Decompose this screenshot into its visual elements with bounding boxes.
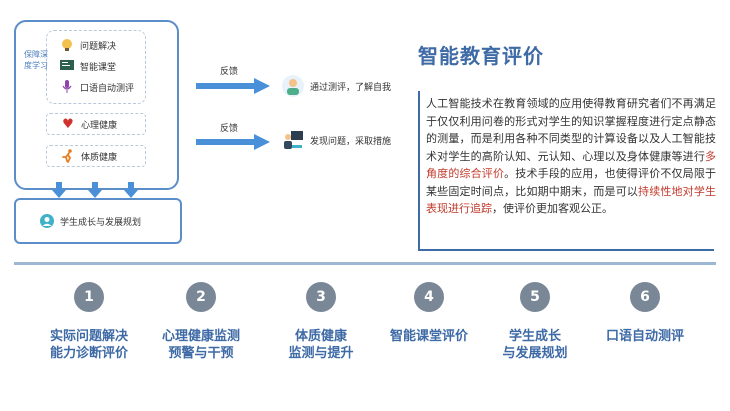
page-title: 智能教育评价 xyxy=(418,44,544,68)
step-2: 2 心理健康监测预警与干预 xyxy=(146,282,256,362)
feedback-label: 反馈 xyxy=(220,124,239,134)
item-smart-classroom: 智能课堂 xyxy=(60,59,116,73)
step-number: 1 xyxy=(74,282,104,312)
item-oral-assessment: 口语自动测评 xyxy=(60,80,134,94)
highlight-text: 持续性地对学生表现进行追踪 xyxy=(426,184,717,216)
chalkboard-icon xyxy=(60,59,74,73)
person-avatar-icon xyxy=(282,75,304,97)
step-number: 3 xyxy=(306,282,336,312)
presenter-icon xyxy=(282,129,304,151)
item-physical-health: 体质健康 xyxy=(46,145,146,167)
growth-planning-box: 学生成长与发展规划 xyxy=(14,198,182,244)
feedback-label: 反馈 xyxy=(220,67,239,77)
step-4: 4 智能课堂评价 xyxy=(374,282,484,345)
deep-learning-group xyxy=(46,30,146,104)
heart-icon: ♥ xyxy=(62,116,74,132)
right-arrow-icon xyxy=(196,78,270,94)
result-take-measures: 发现问题，采取措施 xyxy=(276,125,400,155)
down-arrow-icon xyxy=(52,182,66,198)
student-avatar-icon xyxy=(40,214,54,228)
step-5: 5 学生成长与发展规划 xyxy=(480,282,590,362)
microphone-icon xyxy=(60,80,74,94)
step-number: 2 xyxy=(186,282,216,312)
guard-label: 保障深度学习 xyxy=(24,50,48,70)
step-3: 3 体质健康监测与提升 xyxy=(266,282,376,362)
right-arrow-icon xyxy=(196,134,270,150)
description-frame xyxy=(418,91,714,251)
result-self-awareness: 通过测评，了解自我 xyxy=(276,71,400,101)
divider xyxy=(14,262,716,265)
description-paragraph: 人工智能技术在教育领域的应用使得教育研究者们不再满足于仅仅利用问卷的形式对学生的… xyxy=(426,97,717,216)
step-1: 1 实际问题解决能力诊断评价 xyxy=(34,282,144,362)
step-6: 6 口语自动测评 xyxy=(590,282,700,345)
item-mental-health: ♥ 心理健康 xyxy=(46,113,146,135)
running-person-icon xyxy=(61,149,75,163)
down-arrow-icon xyxy=(124,182,138,198)
step-number: 6 xyxy=(630,282,660,312)
item-problem-solving: 问题解决 xyxy=(60,38,116,52)
down-arrow-icon xyxy=(88,182,102,198)
highlight-text: 多角度的综合评价 xyxy=(426,149,716,181)
step-number: 5 xyxy=(520,282,550,312)
step-number: 4 xyxy=(414,282,444,312)
lightbulb-icon xyxy=(60,38,74,52)
